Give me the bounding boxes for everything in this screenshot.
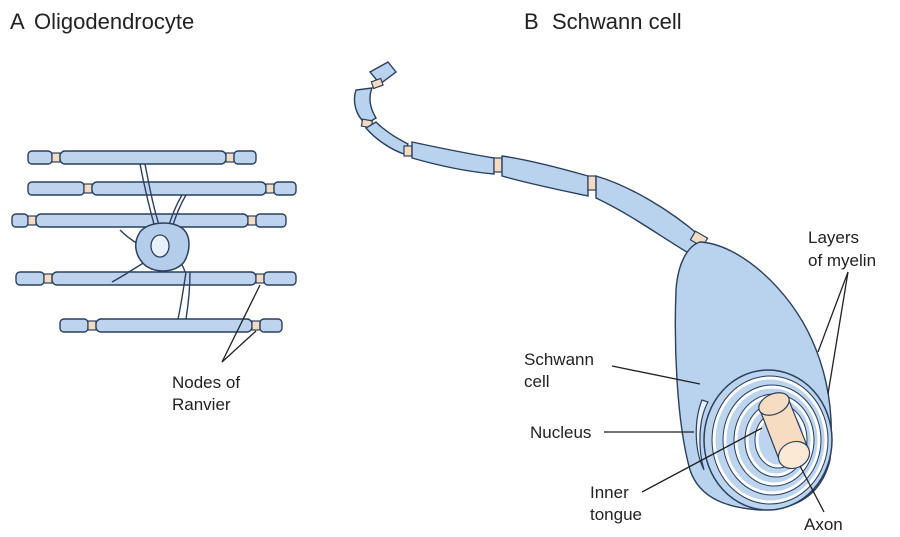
nodes-of-ranvier-label-line1: Nodes of [172, 373, 240, 392]
schwann-cell-label-line1: Schwann [524, 350, 594, 369]
panel-a-title: Oligodendrocyte [34, 9, 194, 34]
schwann-cell-label-line2: cell [524, 372, 550, 391]
panel-a-letter: A [10, 9, 25, 34]
panel-b-title: Schwann cell [552, 9, 682, 34]
axon-label: Axon [804, 515, 843, 534]
axon-fiber [28, 151, 256, 164]
axon-fiber [28, 182, 296, 195]
oligodendrocyte-diagram [12, 151, 296, 332]
nodes-of-ranvier-label-line2: Ranvier [172, 395, 231, 414]
inner-tongue-label-line1: Inner [590, 483, 629, 502]
nucleus-annotation: Nucleus [530, 423, 694, 442]
nucleus-label: Nucleus [530, 423, 591, 442]
schwann-cell-diagram [354, 62, 832, 510]
axon-fiber [16, 272, 296, 285]
oligodendrocyte-nucleus [151, 235, 169, 257]
nodes-of-ranvier-annotation: Nodes of Ranvier [172, 285, 260, 414]
layers-of-myelin-label-line1: Layers [808, 228, 859, 247]
layers-of-myelin-label-line2: of myelin [808, 251, 876, 270]
inner-tongue-label-line2: tongue [590, 505, 642, 524]
panel-b-letter: B [524, 9, 539, 34]
schwann-cell-annotation: Schwann cell [524, 350, 700, 391]
axon-fiber [60, 319, 282, 332]
